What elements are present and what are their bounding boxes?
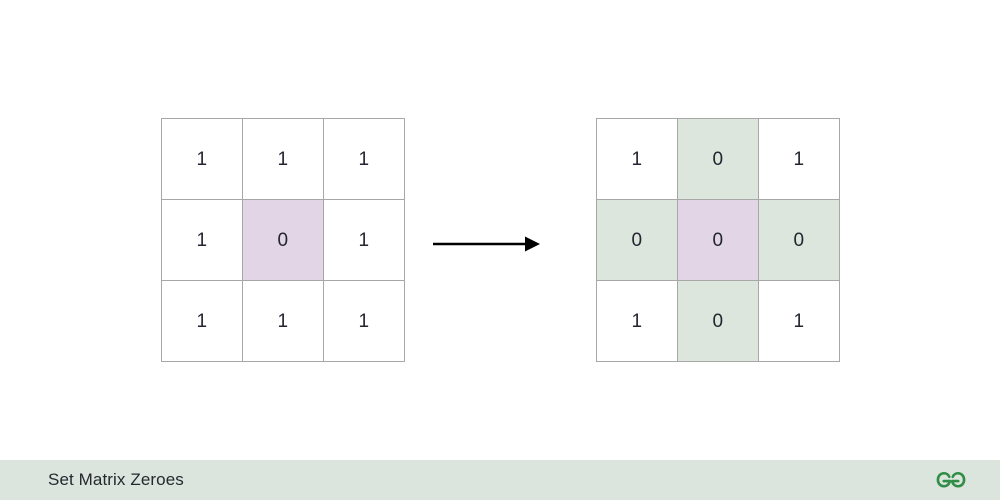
- cell-value: 0: [712, 229, 724, 251]
- cell-value: 1: [793, 148, 805, 170]
- cell-value: 0: [793, 229, 805, 251]
- arrow-right-icon: [430, 224, 542, 264]
- matrix-cell-r2c0: 1: [162, 281, 242, 361]
- cell-value: 0: [712, 310, 724, 332]
- footer-bar: Set Matrix Zeroes: [0, 460, 1000, 500]
- cell-value: 1: [196, 229, 208, 251]
- matrix-cell-r0c0: 1: [597, 119, 677, 199]
- cell-value: 0: [631, 229, 643, 251]
- geeksforgeeks-logo-icon[interactable]: [934, 469, 968, 491]
- cell-value: 1: [277, 310, 289, 332]
- cell-value: 1: [196, 148, 208, 170]
- matrix-cell-r2c2: 1: [324, 281, 404, 361]
- matrix-cell-r1c0: 0: [597, 200, 677, 280]
- matrix-cell-r1c2: 1: [324, 200, 404, 280]
- matrix-cell-r0c1: 1: [243, 119, 323, 199]
- cell-value: 1: [358, 310, 370, 332]
- matrix-cell-r1c1: 0: [678, 200, 758, 280]
- matrix-cell-r0c0: 1: [162, 119, 242, 199]
- cell-value: 1: [631, 310, 643, 332]
- matrix-cell-r0c2: 1: [759, 119, 839, 199]
- input-matrix: 1 1 1 1 0 1 1 1 1: [161, 118, 405, 362]
- cell-value: 0: [712, 148, 724, 170]
- matrix-cell-r1c1: 0: [243, 200, 323, 280]
- cell-value: 1: [793, 310, 805, 332]
- cell-value: 1: [631, 148, 643, 170]
- matrix-cell-r0c1: 0: [678, 119, 758, 199]
- matrix-cell-r2c2: 1: [759, 281, 839, 361]
- cell-value: 0: [277, 229, 289, 251]
- matrix-cell-r1c0: 1: [162, 200, 242, 280]
- matrix-cell-r2c1: 1: [243, 281, 323, 361]
- cell-value: 1: [277, 148, 289, 170]
- cell-value: 1: [358, 229, 370, 251]
- matrix-cell-r0c2: 1: [324, 119, 404, 199]
- matrix-cell-r1c2: 0: [759, 200, 839, 280]
- output-matrix: 1 0 1 0 0 0 1 0 1: [596, 118, 840, 362]
- cell-value: 1: [358, 148, 370, 170]
- matrix-cell-r2c1: 0: [678, 281, 758, 361]
- matrix-cell-r2c0: 1: [597, 281, 677, 361]
- cell-value: 1: [196, 310, 208, 332]
- page-title: Set Matrix Zeroes: [48, 470, 184, 489]
